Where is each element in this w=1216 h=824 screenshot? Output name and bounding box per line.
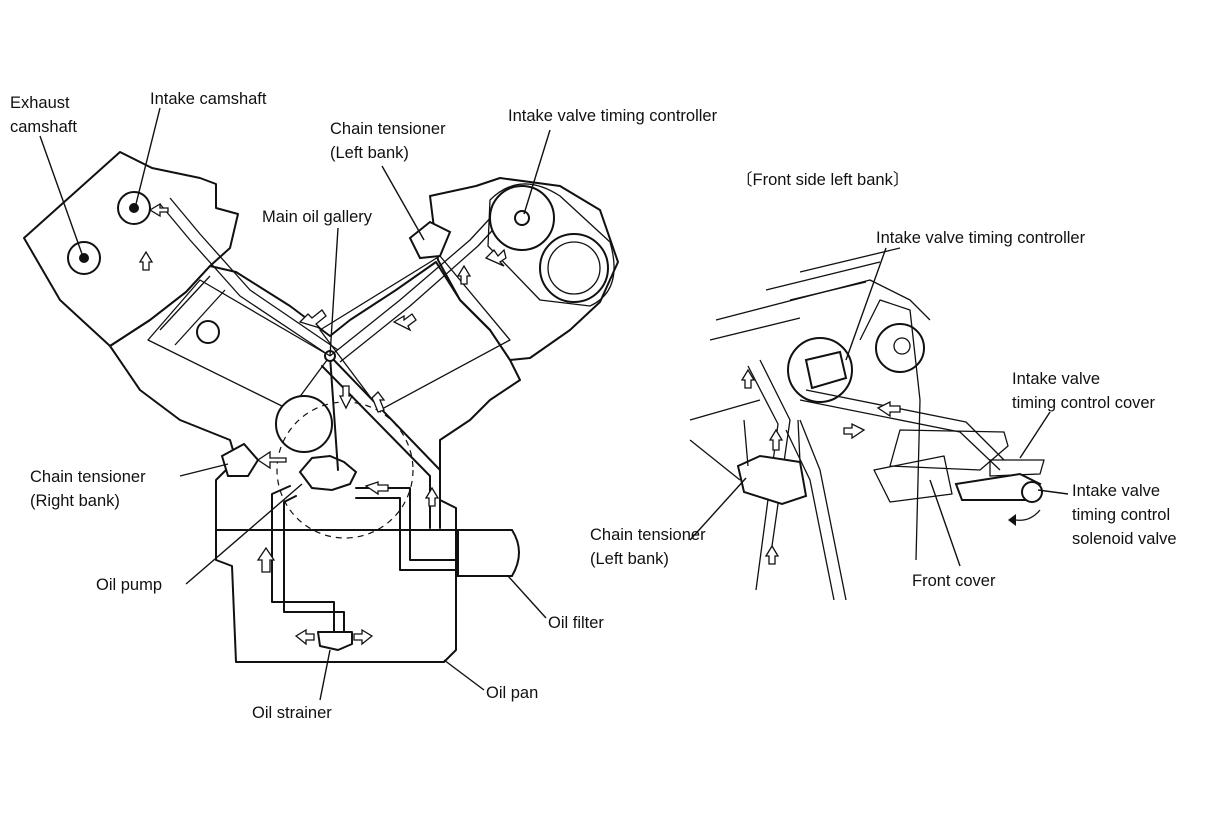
left-bank-cylinder xyxy=(319,255,511,411)
flow-arrow xyxy=(256,450,287,470)
oil-strainer-shape xyxy=(317,631,353,651)
label-oil-pump: Oil pump xyxy=(96,576,162,594)
piston-pin xyxy=(196,320,220,344)
label-front-cover: Front cover xyxy=(912,572,996,590)
oil-pump-shape xyxy=(298,454,358,492)
label-chain-tensioner-left-line2: (Left bank) xyxy=(330,144,409,162)
flow-arrow xyxy=(353,628,374,646)
label-intake-camshaft: Intake camshaft xyxy=(150,90,267,108)
flow-arrow xyxy=(138,250,154,271)
label-intake-valve-timing-controller: Intake valve timing controller xyxy=(508,107,718,125)
flow-arrow xyxy=(371,391,386,413)
flow-arrow xyxy=(338,385,354,410)
flow-arrow xyxy=(298,309,327,329)
label-detail-chain-tensioner-line1: Chain tensioner xyxy=(590,526,706,544)
crankshaft xyxy=(275,395,333,453)
oil-filter-shape xyxy=(457,529,520,577)
flow-arrow xyxy=(740,368,756,389)
flow-arrow xyxy=(456,264,472,285)
oil-pan-outline xyxy=(215,529,457,663)
flow-arrow xyxy=(484,248,507,267)
detail-block-lines xyxy=(715,279,931,321)
flow-arrow xyxy=(148,202,169,218)
label-ivt-cover-line2: timing control cover xyxy=(1012,394,1156,412)
flow-arrow xyxy=(364,481,389,496)
label-ivt-cover-line1: Intake valve xyxy=(1012,370,1100,388)
detail-chain-tensioner xyxy=(736,454,808,506)
labels: Exhaust camshaft Intake camshaft Chain t… xyxy=(10,90,1177,722)
label-ivt-solenoid-line2: timing control xyxy=(1072,506,1170,524)
flow-arrow xyxy=(764,544,780,565)
label-chain-tensioner-right-line2: (Right bank) xyxy=(30,492,120,510)
label-oil-strainer: Oil strainer xyxy=(252,704,332,722)
exhaust-sprocket-left xyxy=(539,233,609,303)
label-chain-tensioner-right-line1: Chain tensioner xyxy=(30,468,146,486)
chain-tensioner-right-shape xyxy=(220,442,260,477)
label-oil-pan: Oil pan xyxy=(486,684,538,702)
flow-arrow xyxy=(256,546,276,573)
detail-front-cover-plate xyxy=(873,455,953,503)
label-exhaust-camshaft-line2: camshaft xyxy=(10,118,77,136)
flow-arrow xyxy=(294,628,315,646)
detail-controller-body xyxy=(804,350,848,390)
flow-arrow xyxy=(876,400,901,418)
flow-arrow xyxy=(392,313,417,332)
label-ivt-solenoid-line1: Intake valve xyxy=(1072,482,1160,500)
cylinder-block xyxy=(109,261,521,531)
detail-timing-control-cover xyxy=(889,429,1009,471)
engine-cross-section xyxy=(23,107,619,701)
label-oil-filter: Oil filter xyxy=(548,614,604,632)
detail-exhaust-sprocket xyxy=(875,323,925,373)
label-ivt-solenoid-line3: solenoid valve xyxy=(1072,530,1177,548)
label-detail-title: 〔Front side left bank〕 xyxy=(736,170,909,189)
flow-arrow xyxy=(424,486,440,507)
label-detail-ivt-controller: Intake valve timing controller xyxy=(876,229,1086,247)
label-chain-tensioner-left-line1: Chain tensioner xyxy=(330,120,446,138)
label-main-oil-gallery: Main oil gallery xyxy=(262,208,373,226)
chain-tensioner-left-shape xyxy=(408,220,452,260)
label-exhaust-camshaft-line1: Exhaust xyxy=(10,94,70,112)
flow-arrow xyxy=(843,422,866,440)
flow-arrow xyxy=(768,428,784,451)
label-detail-chain-tensioner-line2: (Left bank) xyxy=(590,550,669,568)
front-side-left-bank-detail xyxy=(689,247,1069,601)
